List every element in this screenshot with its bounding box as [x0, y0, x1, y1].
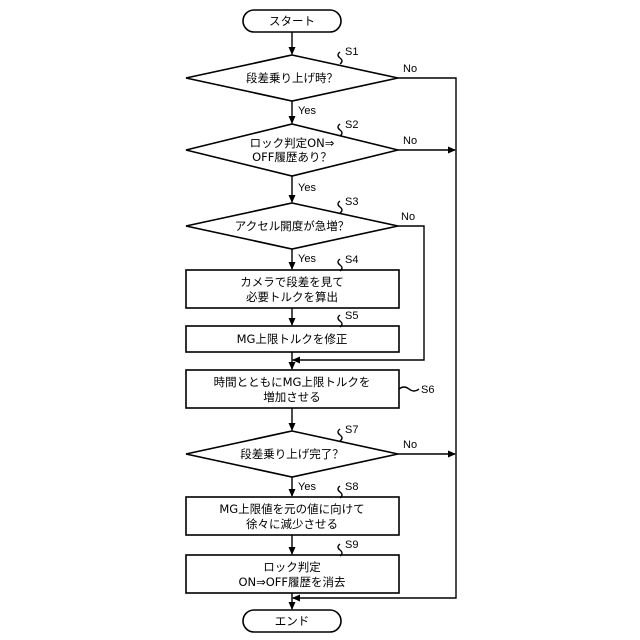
start-label: スタート	[269, 14, 315, 28]
s7-leader	[338, 429, 342, 441]
decision-s1-text: 段差乗り上げ時？	[246, 71, 338, 85]
process-s6-text-line1: 時間とともにMG上限トルクを	[214, 375, 371, 389]
s6-step-id: S6	[421, 384, 434, 396]
decision-s2-text-line1: ロック判定ON⇒	[250, 136, 335, 150]
decision-s7-text: 段差乗り上げ完了？	[240, 447, 344, 461]
s7-no-label: No	[403, 439, 417, 451]
s1-yes-label: Yes	[298, 105, 316, 117]
s1-leader	[338, 52, 342, 64]
s5-step-id: S5	[345, 310, 358, 322]
process-s4-text-line2: 必要トルクを算出	[246, 290, 338, 304]
process-s9-text-line1: ロック判定	[263, 560, 321, 574]
s7-step-id: S7	[345, 424, 358, 436]
end-label: エンド	[275, 614, 310, 628]
s4-step-id: S4	[345, 254, 358, 266]
s2-step-id: S2	[345, 119, 358, 131]
s6-leader	[399, 387, 419, 391]
s3-step-id: S3	[345, 196, 358, 208]
s7-yes-label: Yes	[298, 481, 316, 493]
process-s8-text-line2: 徐々に減少させる	[246, 517, 338, 531]
decision-s3-text: アクセル開度が急増？	[235, 219, 349, 233]
s3-leader	[338, 201, 342, 213]
s2-no-label: No	[403, 135, 417, 147]
s2-leader	[338, 124, 342, 136]
process-s5-text: MG上限トルクを修正	[237, 332, 348, 346]
decision-s2-text-line2: OFF履歴あり？	[252, 150, 332, 164]
process-s8-text-line1: MG上限値を元の値に向けて	[219, 502, 364, 516]
s9-step-id: S9	[345, 539, 358, 551]
process-s9-text-line2: ON⇒OFF履歴を消去	[238, 575, 345, 589]
process-s6-text-line2: 増加させる	[263, 390, 321, 404]
s8-step-id: S8	[345, 481, 358, 493]
s3-no-label: No	[401, 211, 415, 223]
s2-yes-label: Yes	[298, 182, 316, 194]
s1-no-label: No	[403, 63, 417, 75]
s3-yes-label: Yes	[298, 253, 316, 265]
process-s4-text-line1: カメラで段差を見て	[240, 275, 344, 289]
s1-step-id: S1	[345, 46, 358, 58]
